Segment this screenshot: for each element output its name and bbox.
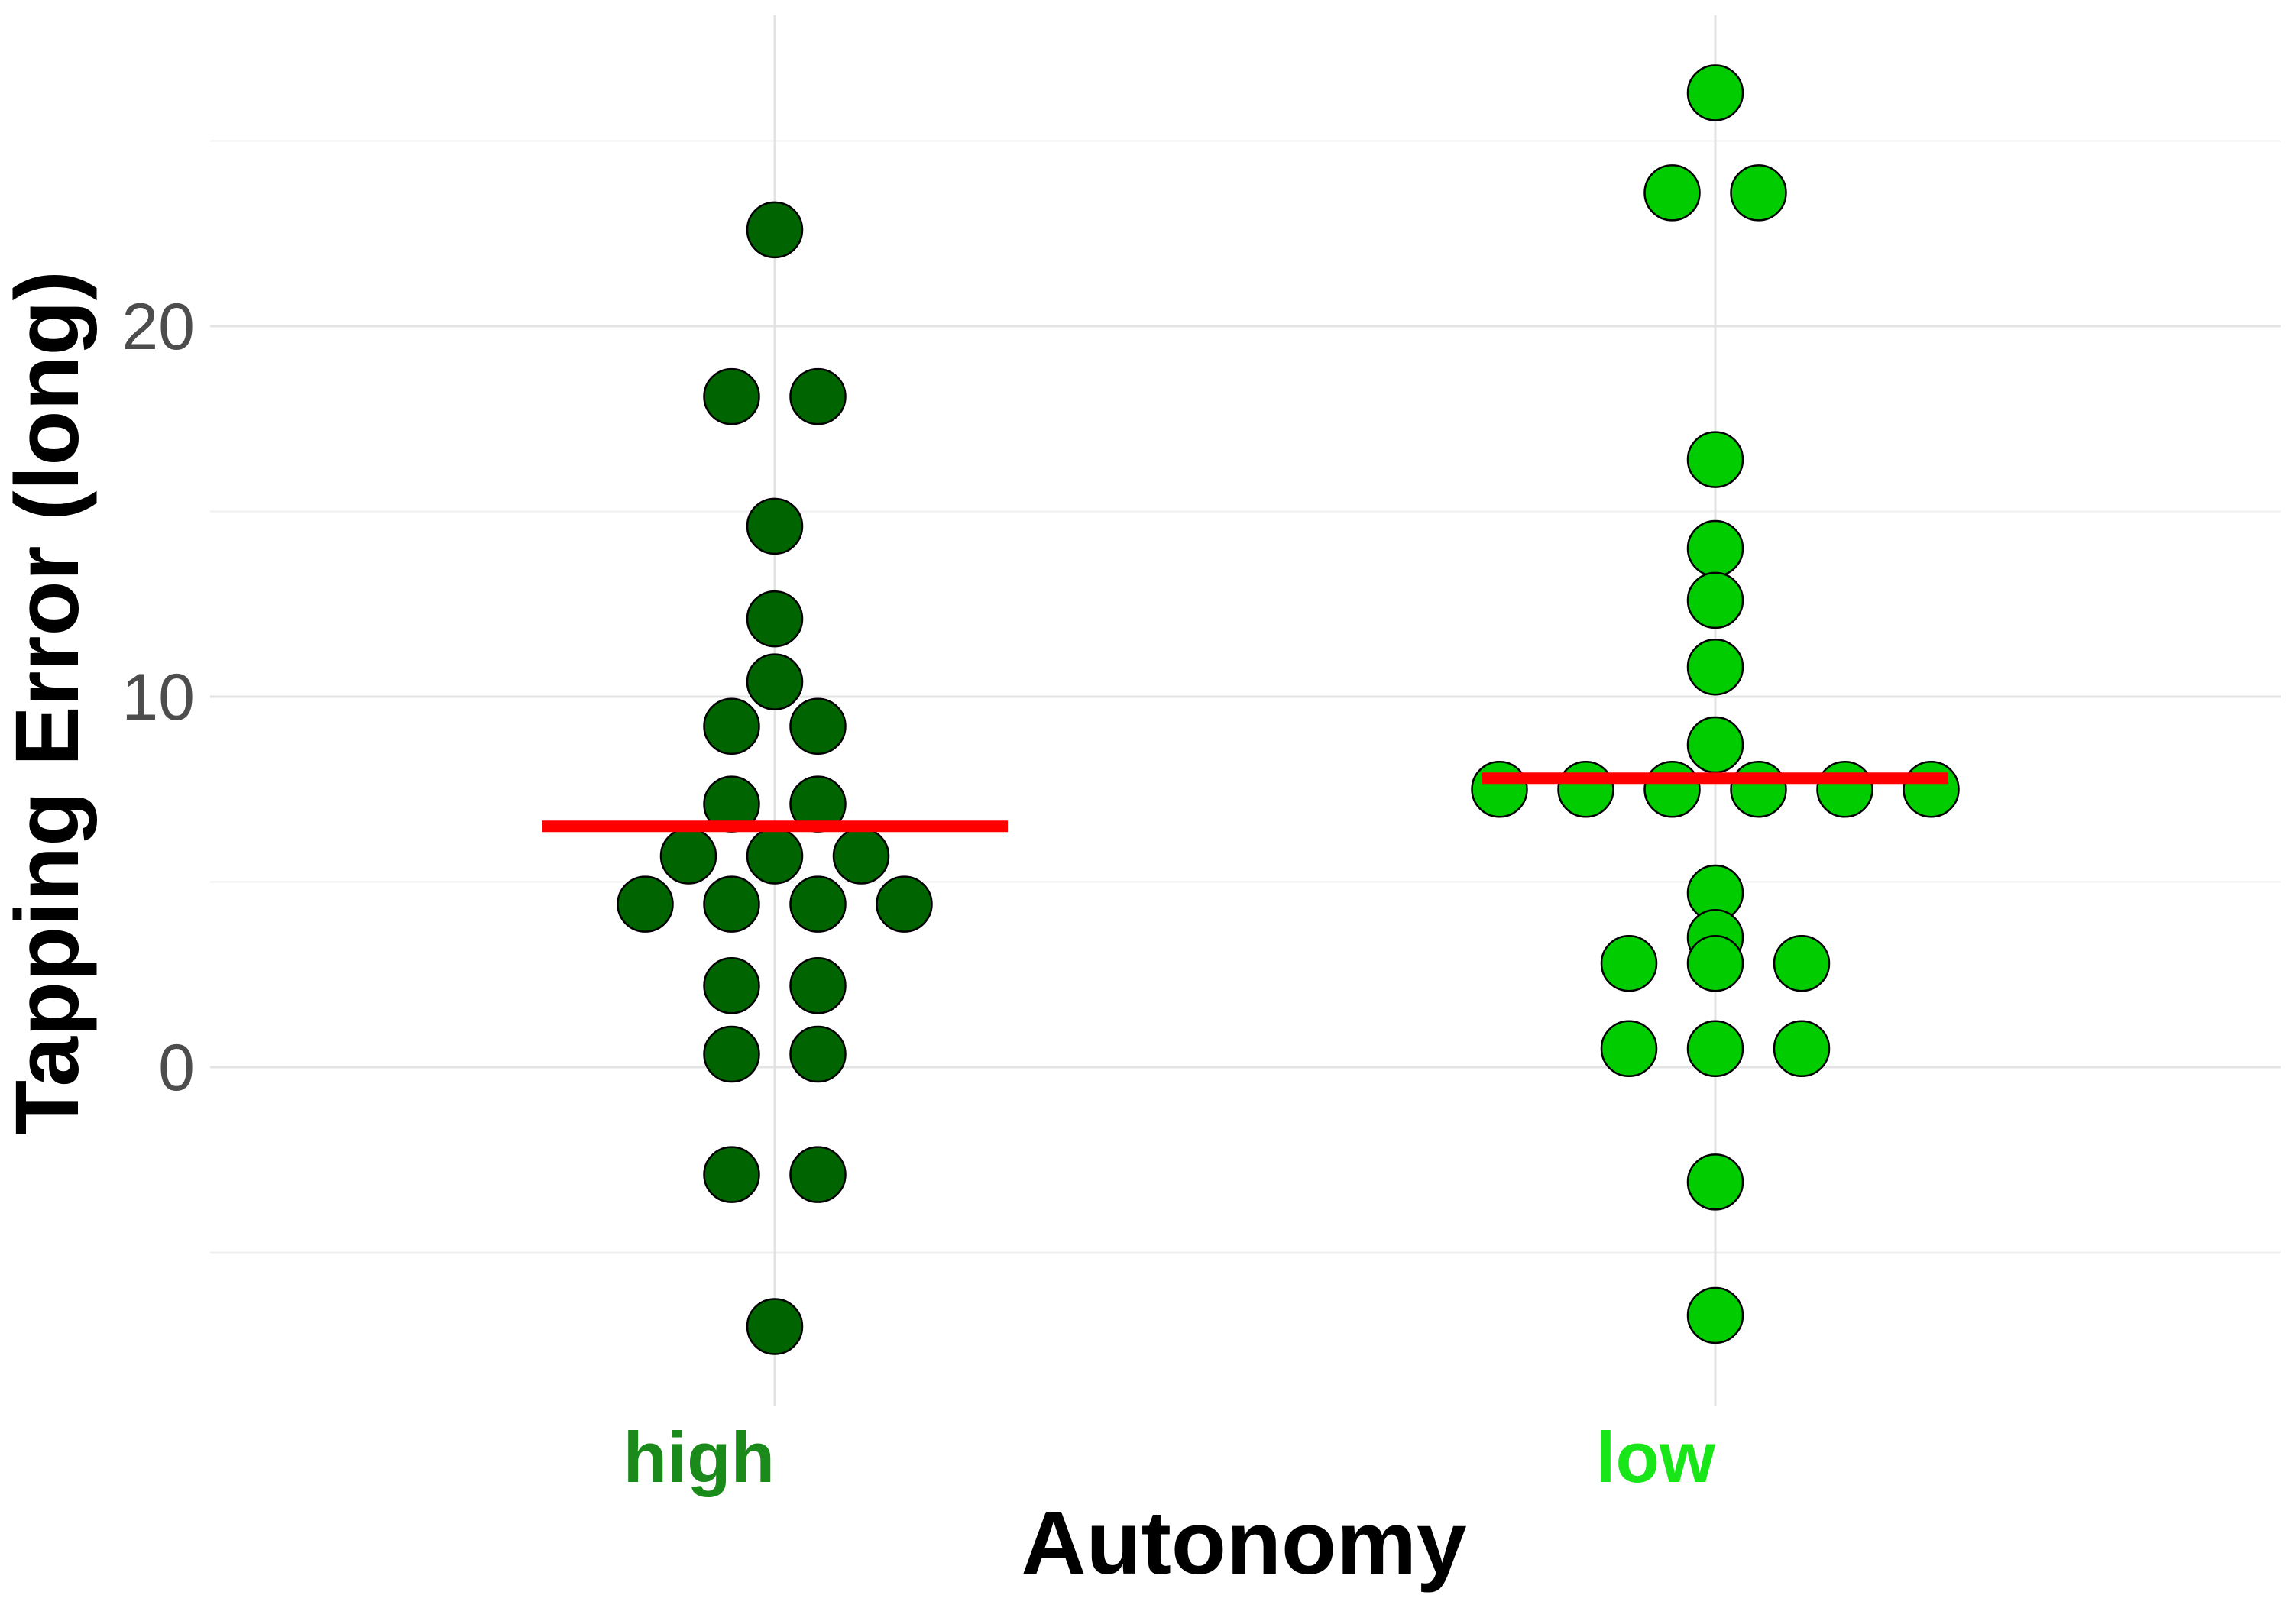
data-point — [1686, 1286, 1744, 1344]
data-point — [746, 1298, 804, 1355]
x-axis-title: Autonomy — [1021, 1493, 1466, 1593]
data-point — [1686, 934, 1744, 992]
data-point — [1730, 761, 1787, 818]
data-point — [789, 1025, 847, 1083]
data-points — [617, 64, 1960, 1355]
data-point — [1686, 1020, 1744, 1077]
data-point — [1600, 934, 1658, 992]
data-point — [1643, 164, 1701, 222]
y-tick-label: 0 — [158, 1031, 195, 1105]
data-point — [659, 827, 717, 885]
data-point — [746, 497, 804, 555]
data-point — [1773, 1020, 1831, 1077]
data-point — [746, 827, 804, 885]
data-point — [789, 1146, 847, 1203]
data-point — [789, 367, 847, 425]
data-point — [1686, 64, 1744, 121]
data-point — [1643, 761, 1701, 818]
data-point — [746, 201, 804, 259]
data-point — [1816, 761, 1873, 818]
data-point — [1903, 761, 1960, 818]
data-point — [1773, 934, 1831, 992]
x-category-label: low — [1595, 1417, 1716, 1497]
data-point — [876, 875, 933, 933]
x-category-labels: high low — [623, 1417, 1716, 1497]
data-point — [1730, 164, 1787, 222]
data-point — [617, 875, 674, 933]
data-point — [703, 875, 760, 933]
grid-lines — [210, 15, 2281, 1406]
data-point — [703, 697, 760, 755]
data-point — [1686, 716, 1744, 774]
data-point — [1557, 761, 1614, 818]
data-point — [703, 1146, 760, 1203]
data-point — [789, 697, 847, 755]
mean-lines — [542, 772, 1948, 833]
data-point — [1686, 571, 1744, 629]
x-category-label: high — [623, 1417, 775, 1497]
data-point — [1686, 519, 1744, 578]
data-point — [746, 590, 804, 648]
data-point — [703, 1025, 760, 1083]
data-point — [832, 827, 890, 885]
data-point — [746, 653, 804, 710]
data-point — [703, 367, 760, 425]
y-tick-labels: 0 10 20 — [121, 290, 195, 1105]
data-point — [1686, 431, 1744, 488]
data-point — [1471, 761, 1528, 818]
data-point — [1686, 1153, 1744, 1211]
data-point — [1600, 1020, 1658, 1077]
y-tick-label: 10 — [121, 661, 195, 734]
data-point — [703, 957, 760, 1014]
y-tick-label: 20 — [121, 290, 195, 364]
data-point — [789, 875, 847, 933]
y-axis-title: Tapping Error (long) — [0, 270, 98, 1135]
data-point — [1686, 638, 1744, 696]
data-point — [789, 957, 847, 1014]
